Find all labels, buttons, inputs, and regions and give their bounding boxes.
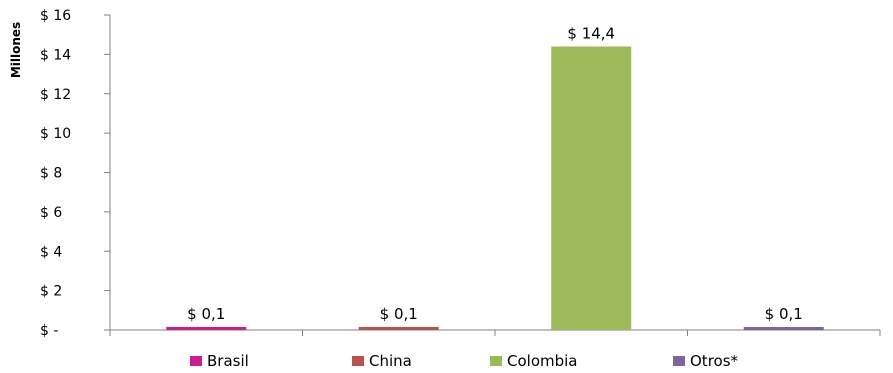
- legend-item: Colombia: [490, 352, 578, 370]
- bar-colombia: [551, 46, 632, 330]
- data-label: $ 0,1: [380, 305, 418, 323]
- legend-swatch: [352, 356, 364, 366]
- y-tick-label: $ 14: [40, 47, 71, 63]
- y-tick-label: $ 6: [40, 205, 62, 221]
- legend-item: Brasil: [190, 352, 249, 370]
- legend-label: Otros*: [690, 352, 739, 370]
- data-label: $ 0,1: [765, 305, 803, 323]
- data-labels: $ 0,1 $ 0,1 $ 14,4 $ 0,1: [187, 25, 803, 324]
- legend-label: Brasil: [207, 352, 249, 370]
- legend-label: China: [369, 352, 412, 370]
- legend-item: Otros*: [673, 352, 738, 370]
- axes: [109, 15, 881, 336]
- y-axis-ticks: $ - $ 2 $ 4 $ 6 $ 8 $ 10 $ 12 $ 14 $ 16: [40, 8, 110, 339]
- y-tick-label: $ 10: [40, 126, 71, 142]
- data-label: $ 14,4: [567, 25, 615, 43]
- bar-china: [358, 327, 439, 330]
- bars: [166, 46, 824, 330]
- legend: Brasil China Colombia Otros*: [0, 352, 893, 372]
- data-label: $ 0,1: [187, 305, 225, 323]
- bar-otros: [743, 327, 824, 330]
- legend-item: China: [352, 352, 412, 370]
- y-tick-label: $ 12: [40, 87, 71, 103]
- y-tick-label: $ 16: [40, 8, 71, 24]
- legend-swatch: [490, 356, 502, 366]
- bar-brasil: [166, 327, 247, 330]
- y-tick-label: $ -: [40, 323, 58, 339]
- legend-swatch: [673, 356, 685, 366]
- y-tick-label: $ 2: [40, 284, 62, 300]
- y-tick-label: $ 4: [40, 244, 62, 260]
- legend-swatch: [190, 356, 202, 366]
- y-tick-label: $ 8: [40, 166, 62, 182]
- y-axis-label: Millones: [9, 22, 23, 78]
- legend-label: Colombia: [507, 352, 578, 370]
